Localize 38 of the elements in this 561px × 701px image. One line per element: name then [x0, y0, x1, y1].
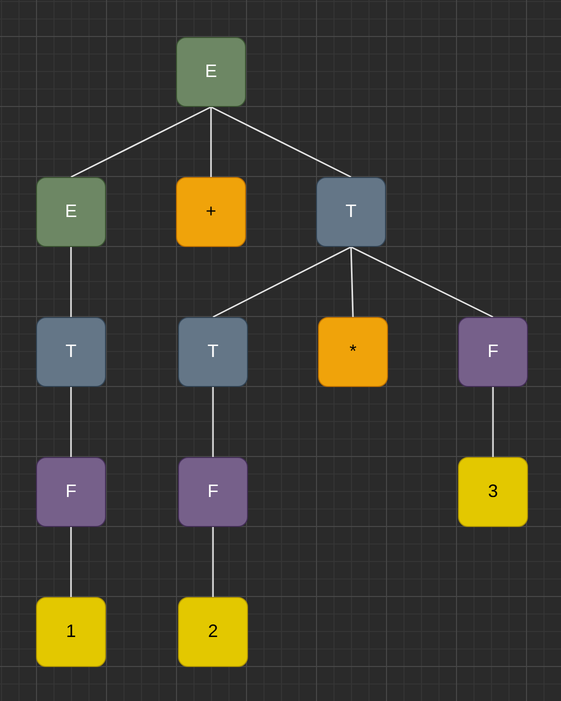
tree-branch-line: [70, 106, 212, 178]
tree-node-box: [36, 317, 106, 387]
node-label: +: [206, 202, 216, 222]
node-label: E: [204, 62, 217, 82]
tree-branch-line: [70, 387, 72, 457]
tree-branch-line: [210, 107, 212, 177]
node-label: *: [349, 342, 356, 362]
node-label: 3: [488, 482, 498, 502]
tree-branch-line: [212, 527, 214, 597]
node-label: T: [346, 202, 356, 222]
tree-branch-line: [210, 106, 352, 178]
tree-node-box: [178, 317, 248, 387]
tree-node-box: [458, 457, 528, 527]
node-label: 1: [66, 622, 76, 642]
node-label: F: [488, 342, 498, 362]
node-label: 2: [208, 622, 218, 642]
node-label: F: [66, 482, 76, 502]
node-label: T: [66, 342, 76, 362]
tree-node-box: [316, 177, 386, 247]
tree-node-box: [36, 457, 106, 527]
tree-node-box: [36, 597, 106, 667]
tree-branch-line: [70, 247, 72, 317]
node-label: E: [64, 202, 77, 222]
tree-branch-line: [350, 246, 354, 318]
tree-branch-line: [70, 527, 72, 597]
tree-node-box: [176, 37, 246, 107]
tree-branch-line: [492, 387, 494, 457]
tree-node-box: [318, 317, 388, 387]
node-label: T: [208, 342, 218, 362]
tree-node-box: [176, 177, 246, 247]
tree-branch-line: [212, 246, 352, 318]
tree-node-box: [178, 597, 248, 667]
node-label: F: [208, 482, 218, 502]
tree-branch-line: [212, 387, 214, 457]
tree-node-box: [178, 457, 248, 527]
tree-node-box: [36, 177, 106, 247]
tree-node-box: [458, 317, 528, 387]
tree-branch-line: [350, 246, 494, 318]
